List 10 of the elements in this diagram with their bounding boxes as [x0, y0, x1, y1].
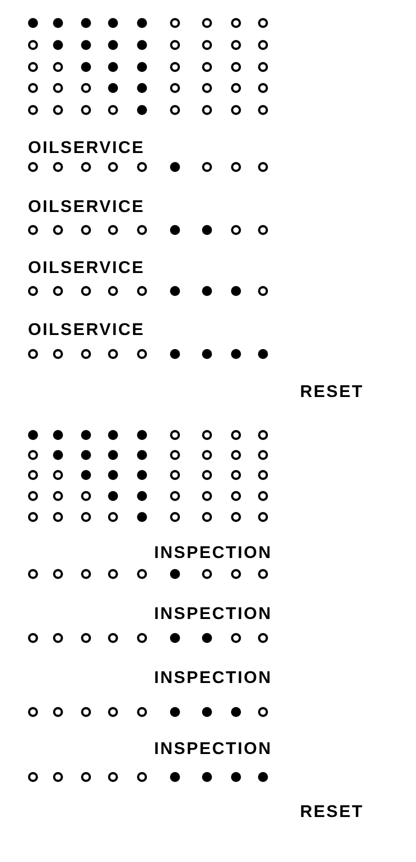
indicator-label: OILSERVICE [28, 258, 145, 278]
indicator-label: OILSERVICE [28, 138, 145, 158]
indicator-label: INSPECTION [154, 739, 272, 759]
indicator-label: OILSERVICE [28, 320, 145, 340]
indicator-label: INSPECTION [154, 668, 272, 688]
indicator-label: OILSERVICE [28, 197, 145, 217]
indicator-label: INSPECTION [154, 604, 272, 624]
reset-label: RESET [300, 802, 364, 822]
reset-label: RESET [300, 382, 364, 402]
indicator-label: INSPECTION [154, 543, 272, 563]
